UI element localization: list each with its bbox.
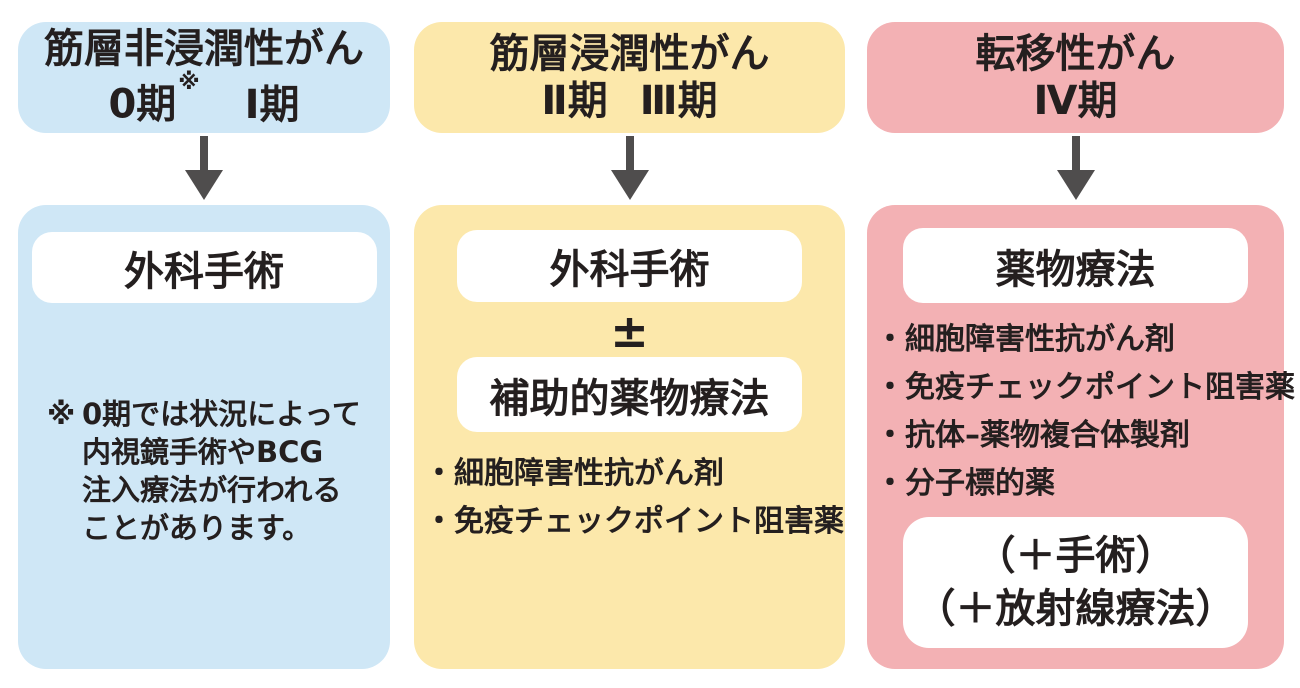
- drug-list-item: ・細胞障害性抗がん剤: [424, 456, 724, 491]
- footnote-mark: ※: [47, 397, 76, 431]
- stage-name-label: 転移性がん: [975, 30, 1176, 77]
- treatment-panel-metastatic: 薬物療法 ・細胞障害性抗がん剤 ・免疫チェックポイント阻害薬 ・抗体–薬物複合体…: [867, 205, 1295, 669]
- column-metastatic-cancer: 転移性がん Ⅳ期 薬物療法 ・細胞障害性抗がん剤 ・免疫チェックポイント阻害薬 …: [867, 0, 1295, 688]
- drug-list-item: ・分子標的薬: [875, 466, 1055, 501]
- treatment-panel-muscle-invasive: 外科手術 ± 補助的薬物療法 ・細胞障害性抗がん剤 ・免疫チェックポイント阻害薬: [414, 205, 845, 669]
- arrow-head: [185, 170, 223, 200]
- adjuvant-drug-therapy-box: 補助的薬物療法: [457, 357, 802, 432]
- drug-list: ・細胞障害性抗がん剤 ・免疫チェックポイント阻害薬 ・抗体–薬物複合体製剤 ・分…: [875, 316, 1295, 508]
- arrow-head: [610, 170, 649, 200]
- footnote-line: ※0期では状況によって: [47, 397, 361, 431]
- surgery-box: 外科手術: [31, 232, 377, 303]
- drug-list-item: ・細胞障害性抗がん剤: [875, 322, 1175, 357]
- stage-3-label: Ⅲ期: [639, 77, 718, 124]
- footnote-line: ことがあります。: [82, 511, 312, 545]
- stage-4-label: Ⅳ期: [1033, 77, 1118, 124]
- footnote-reference-mark: ※: [178, 70, 200, 96]
- stage0-footnote: ※0期では状況によって 内視鏡手術やBCG 注入療法が行われる ことがあります。: [18, 395, 390, 547]
- surgery-box: 外科手術: [457, 230, 802, 302]
- treatment-panel-non-muscle-invasive: 外科手術 ※0期では状況によって 内視鏡手術やBCG 注入療法が行われる ことが…: [18, 205, 390, 669]
- column-muscle-invasive-cancer: 筋層浸潤性がん Ⅱ期 Ⅲ期 外科手術 ± 補助的薬物療法 ・細胞障害性抗がん剤 …: [414, 0, 845, 688]
- stage-2-label: Ⅱ期: [541, 77, 608, 124]
- stage-header-metastatic: 転移性がん Ⅳ期: [867, 22, 1284, 133]
- drug-list: ・細胞障害性抗がん剤 ・免疫チェックポイント阻害薬: [424, 450, 844, 546]
- stage-1-label: Ⅰ期: [244, 81, 300, 128]
- plus-minus-symbol: ±: [610, 304, 649, 358]
- footnote-line: 内視鏡手術やBCG: [82, 435, 324, 469]
- arrow-shaft: [625, 136, 634, 170]
- stage-name-label: 筋層非浸潤性がん: [44, 26, 364, 73]
- down-arrow-icon: [414, 136, 845, 202]
- stage-number-row: Ⅱ期 Ⅲ期: [541, 78, 717, 125]
- drug-therapy-box: 薬物療法: [903, 228, 1248, 303]
- drug-list-item: ・免疫チェックポイント阻害薬: [424, 504, 844, 539]
- down-arrow-icon: [18, 136, 390, 202]
- stage-number-row: 0期※ Ⅰ期: [108, 70, 300, 128]
- additional-treatment-line: （＋放射線療法）: [915, 585, 1236, 632]
- column-non-muscle-invasive-cancer: 筋層非浸潤性がん 0期※ Ⅰ期 外科手術 ※0期では状況によって 内視鏡手術やB…: [18, 0, 390, 688]
- drug-list-item: ・免疫チェックポイント阻害薬: [875, 370, 1295, 405]
- stage-header-non-muscle-invasive: 筋層非浸潤性がん 0期※ Ⅰ期: [18, 22, 390, 133]
- additional-treatment-line: （＋手術）: [975, 532, 1176, 579]
- stage-0-label: 0期※: [108, 70, 200, 128]
- stage-number-row: Ⅳ期: [1034, 78, 1118, 125]
- stage-header-muscle-invasive: 筋層浸潤性がん Ⅱ期 Ⅲ期: [414, 22, 845, 133]
- additional-treatment-box: （＋手術） （＋放射線療法）: [903, 517, 1248, 648]
- arrow-head: [1056, 170, 1095, 200]
- drug-list-item: ・抗体–薬物複合体製剤: [875, 418, 1190, 453]
- down-arrow-icon: [867, 136, 1284, 202]
- arrow-shaft: [200, 136, 208, 170]
- footnote-line: 注入療法が行われる: [82, 473, 342, 507]
- arrow-shaft: [1071, 136, 1080, 170]
- stage-name-label: 筋層浸潤性がん: [489, 30, 770, 77]
